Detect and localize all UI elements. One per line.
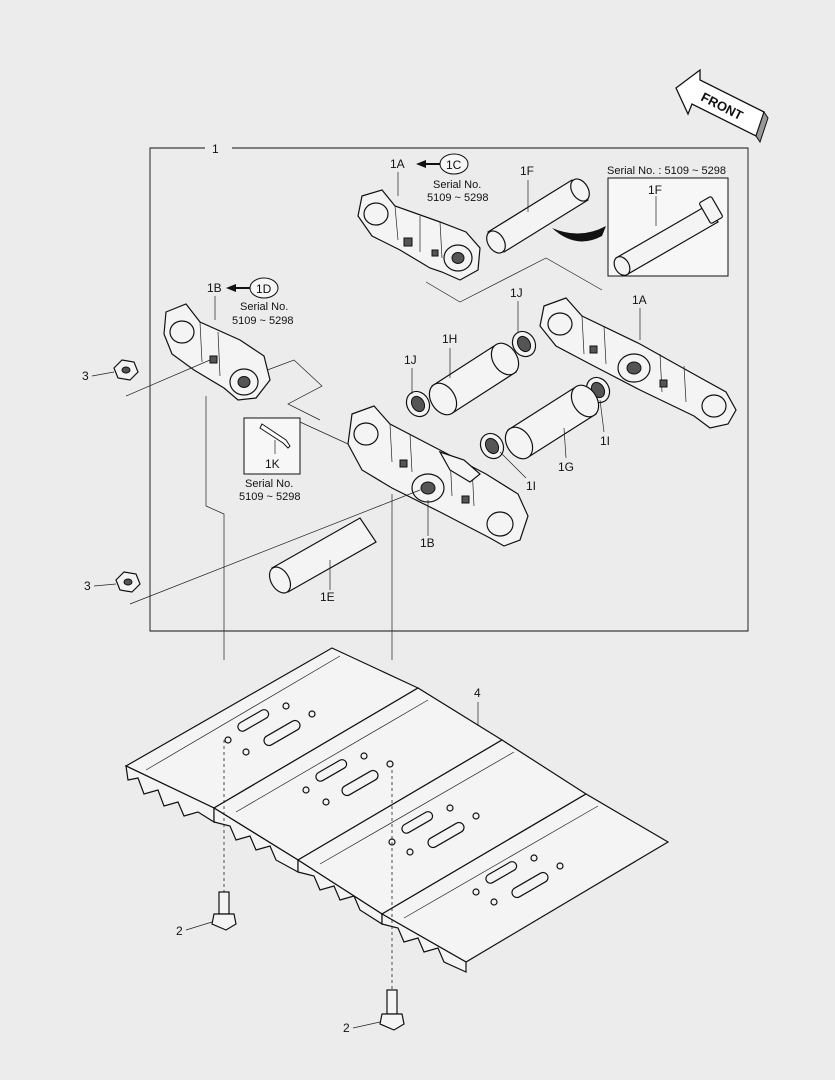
label-serial-top-2: 5109 ~ 5298	[427, 192, 488, 204]
label-4: 4	[474, 686, 481, 700]
bolt-2-bottom	[379, 989, 405, 1031]
label-1h: 1H	[442, 332, 457, 346]
label-1f-inset: 1F	[648, 183, 662, 197]
pin-1f-top	[486, 178, 590, 254]
bushing-1h	[428, 342, 520, 416]
track-shoe-assembly-4	[124, 647, 670, 973]
label-1j-lower: 1J	[404, 353, 417, 367]
label-serial-left-1: Serial No.	[240, 301, 288, 313]
arrow-to-1d-icon	[226, 284, 250, 292]
circle-1c	[439, 153, 469, 175]
label-serial-top-1: Serial No.	[433, 179, 481, 191]
track-link-1b-left	[163, 303, 271, 401]
bushing-1g	[504, 384, 600, 460]
nut-3-upper	[113, 359, 139, 381]
label-1b-top: 1B	[207, 281, 222, 295]
label-inset-serial: Serial No. : 5109 ~ 5298	[607, 165, 726, 177]
label-1j-upper: 1J	[510, 286, 523, 300]
nut-3-lower	[115, 571, 141, 593]
label-1i-lower: 1I	[526, 479, 536, 493]
label-1b-lower: 1B	[420, 536, 435, 550]
pin-1e	[268, 517, 377, 594]
label-1a-top: 1A	[390, 157, 405, 171]
label-1a-right: 1A	[632, 293, 647, 307]
label-1d: 1D	[256, 282, 272, 296]
seal-1j-upper	[511, 330, 537, 358]
label-1k: 1K	[265, 457, 280, 471]
group-frame	[149, 147, 749, 632]
track-link-1a-top	[357, 189, 481, 281]
label-2-left: 2	[176, 924, 183, 938]
label-1c: 1C	[446, 158, 462, 172]
seal-1i-lower	[479, 432, 505, 460]
reference-arrow-curve	[552, 226, 606, 242]
front-arrow-icon: FRONT	[675, 68, 769, 144]
label-serial-1k-1: Serial No.	[245, 478, 293, 490]
track-link-1b-lower	[347, 405, 529, 547]
label-1e: 1E	[320, 590, 335, 604]
bolt-2-left	[211, 891, 237, 931]
inset-box-1k	[243, 417, 301, 475]
label-serial-left-2: 5109 ~ 5298	[232, 315, 293, 327]
label-3-lower: 3	[84, 579, 91, 593]
cotter-1k-icon	[259, 423, 291, 449]
pin-1f-inset	[613, 196, 723, 276]
label-2-bottom: 2	[343, 1021, 350, 1035]
seal-1j-lower	[405, 390, 431, 418]
label-1f-top: 1F	[520, 164, 534, 178]
arrow-to-1c-icon	[416, 160, 440, 168]
track-link-1a-right	[539, 297, 737, 429]
circle-1d	[249, 277, 279, 299]
label-1i-right: 1I	[600, 434, 610, 448]
label-3-upper: 3	[82, 369, 89, 383]
label-serial-1k-2: 5109 ~ 5298	[239, 491, 300, 503]
label-group-1: 1	[212, 142, 219, 156]
label-1g: 1G	[558, 460, 574, 474]
